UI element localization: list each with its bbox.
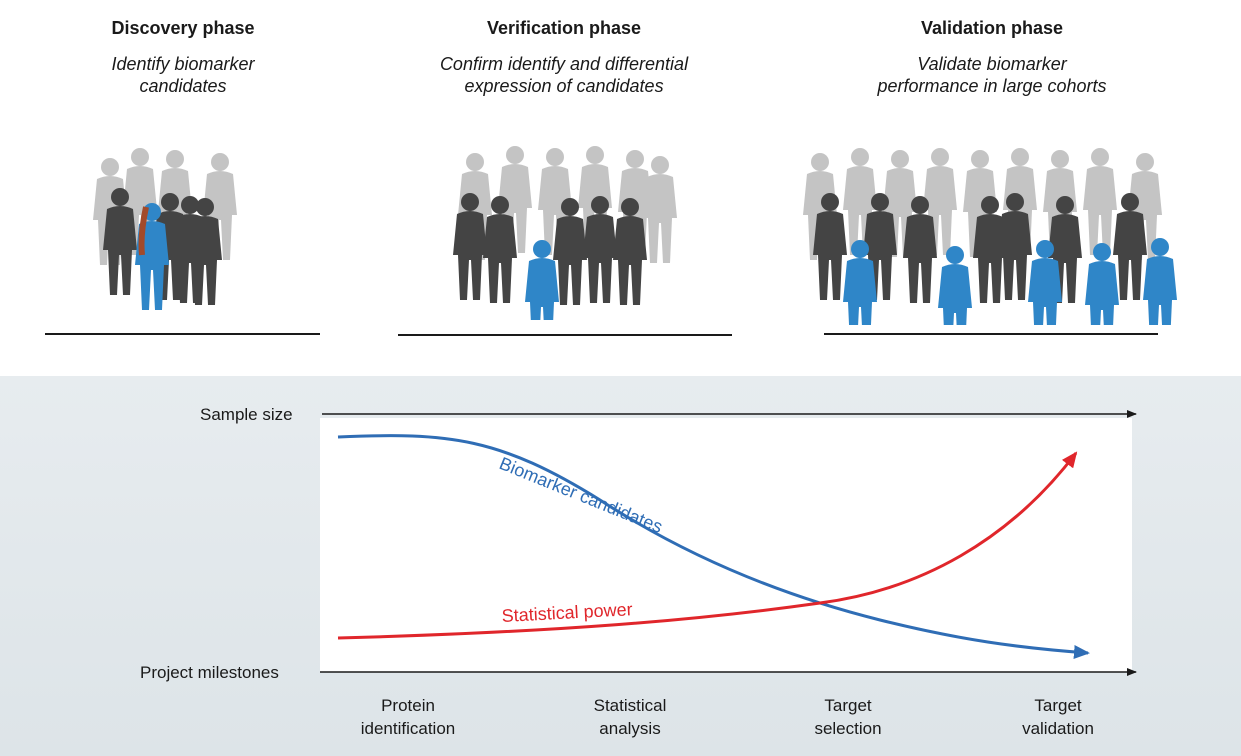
- discovery-phase: Discovery phase Identify biomarker candi…: [13, 18, 353, 97]
- milestone-target-validation: Target validation: [1022, 696, 1094, 738]
- validation-phase-title: Validation phase: [920, 18, 1064, 38]
- verification-phase-title: Verification phase: [486, 18, 642, 38]
- biomarker-candidates-curve: [337, 434, 1090, 659]
- project-milestones-label: Project milestones: [140, 663, 279, 682]
- verification-phase: Verification phase Confirm identify and …: [394, 18, 734, 97]
- validation-phase: Validation phase Validate biomarker perf…: [822, 18, 1162, 97]
- milestone-statistical-analysis: Statistical analysis: [593, 696, 667, 738]
- plot-area: [320, 418, 1132, 672]
- discovery-baseline: [45, 333, 320, 335]
- verification-phase-subtitle: Confirm identify and differential expres…: [439, 54, 689, 96]
- discovery-phase-subtitle: Identify biomarker candidates: [111, 54, 255, 96]
- statistical-power-curve: [337, 451, 1078, 640]
- verification-baseline: [398, 334, 732, 336]
- discovery-phase-title: Discovery phase: [111, 18, 255, 38]
- sample-size-label: Sample size: [200, 405, 293, 424]
- statistical-power-label: Statistical power: [501, 599, 633, 626]
- discovery-crowd-illustration: [93, 148, 237, 310]
- biomarker-candidates-label: Biomarker candidates: [497, 453, 666, 537]
- milestone-target-selection: Target selection: [814, 696, 882, 738]
- milestone-protein-identification: Protein identification: [360, 696, 456, 738]
- validation-baseline: [824, 333, 1158, 335]
- validation-phase-subtitle: Validate biomarker performance in large …: [877, 54, 1107, 96]
